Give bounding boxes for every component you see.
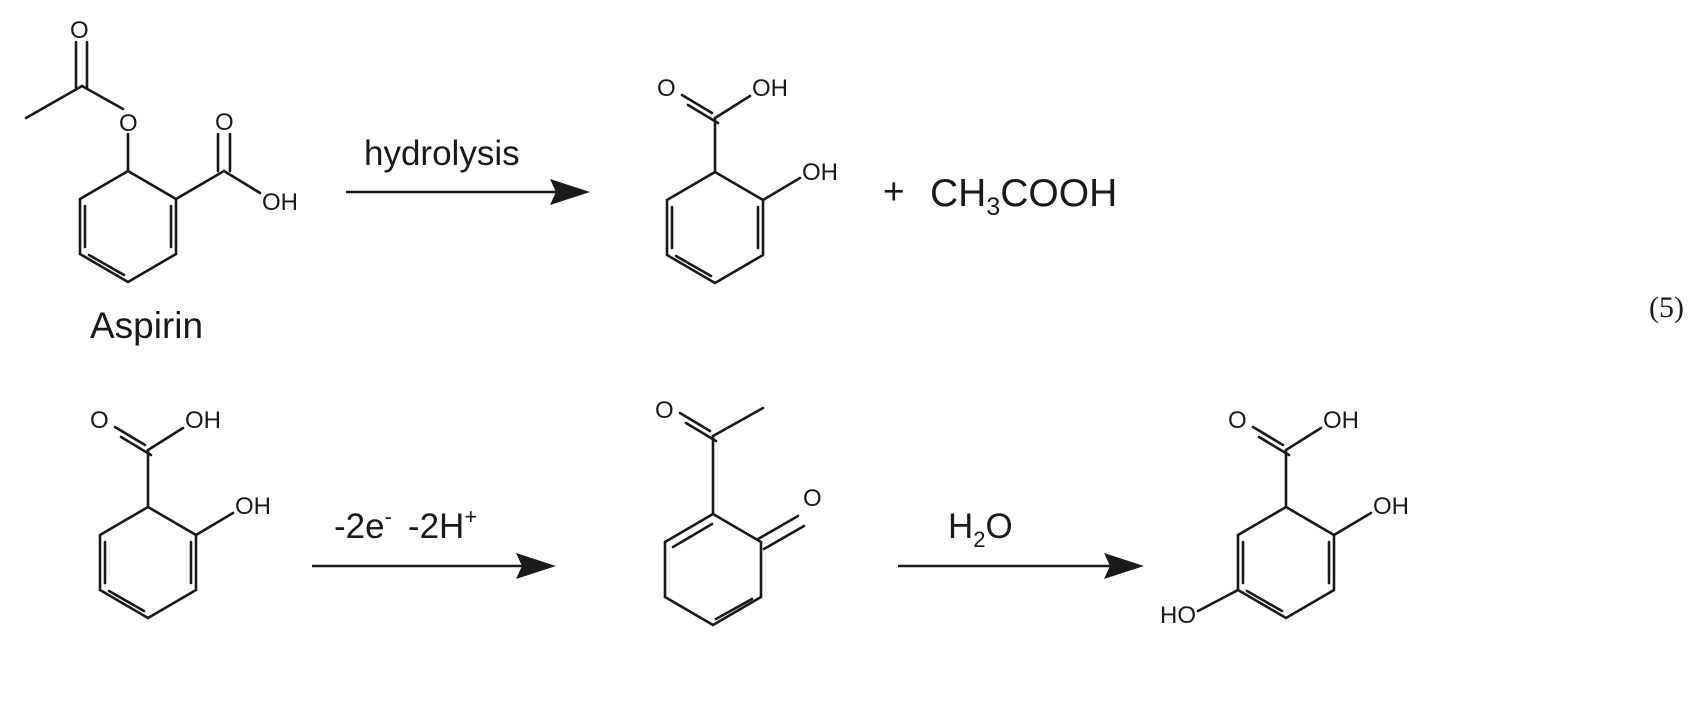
- hydration-arrow: [898, 553, 1144, 579]
- aspirin-carboxyl-oh: OH: [262, 189, 298, 216]
- intermediate-ring-oxygen: O: [803, 485, 822, 512]
- salicylic-acid-phenol-oh: OH: [802, 159, 838, 186]
- gentisic-meta-ho: HO: [1160, 602, 1196, 629]
- gentisic-carbonyl-oxygen: O: [1228, 407, 1247, 434]
- gentisic-ortho-oh: OH: [1373, 493, 1409, 520]
- reactant-phenol-oh: OH: [235, 493, 271, 520]
- aspirin-structure: O O O OH: [24, 17, 298, 284]
- salicylic-acid-carbonyl-oxygen: O: [657, 75, 676, 102]
- equation-number: (5): [1649, 291, 1684, 324]
- acetic-acid-formula: CH3COOH: [930, 172, 1117, 221]
- hydrolysis-arrow: [346, 179, 590, 205]
- intermediate-acetyl-oxygen: O: [655, 397, 674, 424]
- aspirin-carboxyl-oxygen: O: [215, 109, 234, 136]
- oxidation-arrow: [312, 553, 556, 579]
- salicylic-acid-product-structure: [665, 93, 802, 285]
- oxidation-condition-label: -2e--2H+: [334, 504, 477, 546]
- aspirin-benzene-ring: [78, 169, 178, 284]
- hydrolysis-label: hydrolysis: [364, 134, 520, 173]
- reactant-carboxyl-oh: OH: [185, 407, 221, 434]
- aspirin-acetoxy-group: [24, 40, 130, 173]
- gentisic-carboxyl-oh: OH: [1323, 407, 1359, 434]
- plus-sign: +: [883, 171, 905, 212]
- salicylic-acid-carboxyl-oh: OH: [752, 75, 788, 102]
- reactant-carbonyl-oxygen: O: [90, 407, 109, 434]
- aspirin-carbonyl-oxygen: O: [70, 17, 89, 44]
- water-label: H2O: [948, 507, 1013, 552]
- salicylic-acid-reactant-structure: [98, 425, 235, 620]
- aspirin-ester-oxygen: O: [119, 110, 138, 137]
- gentisic-acid-structure: [1196, 425, 1373, 620]
- aspirin-carboxyl-group: [174, 132, 262, 201]
- intermediate-structure: [663, 406, 806, 627]
- aspirin-label: Aspirin: [90, 305, 203, 346]
